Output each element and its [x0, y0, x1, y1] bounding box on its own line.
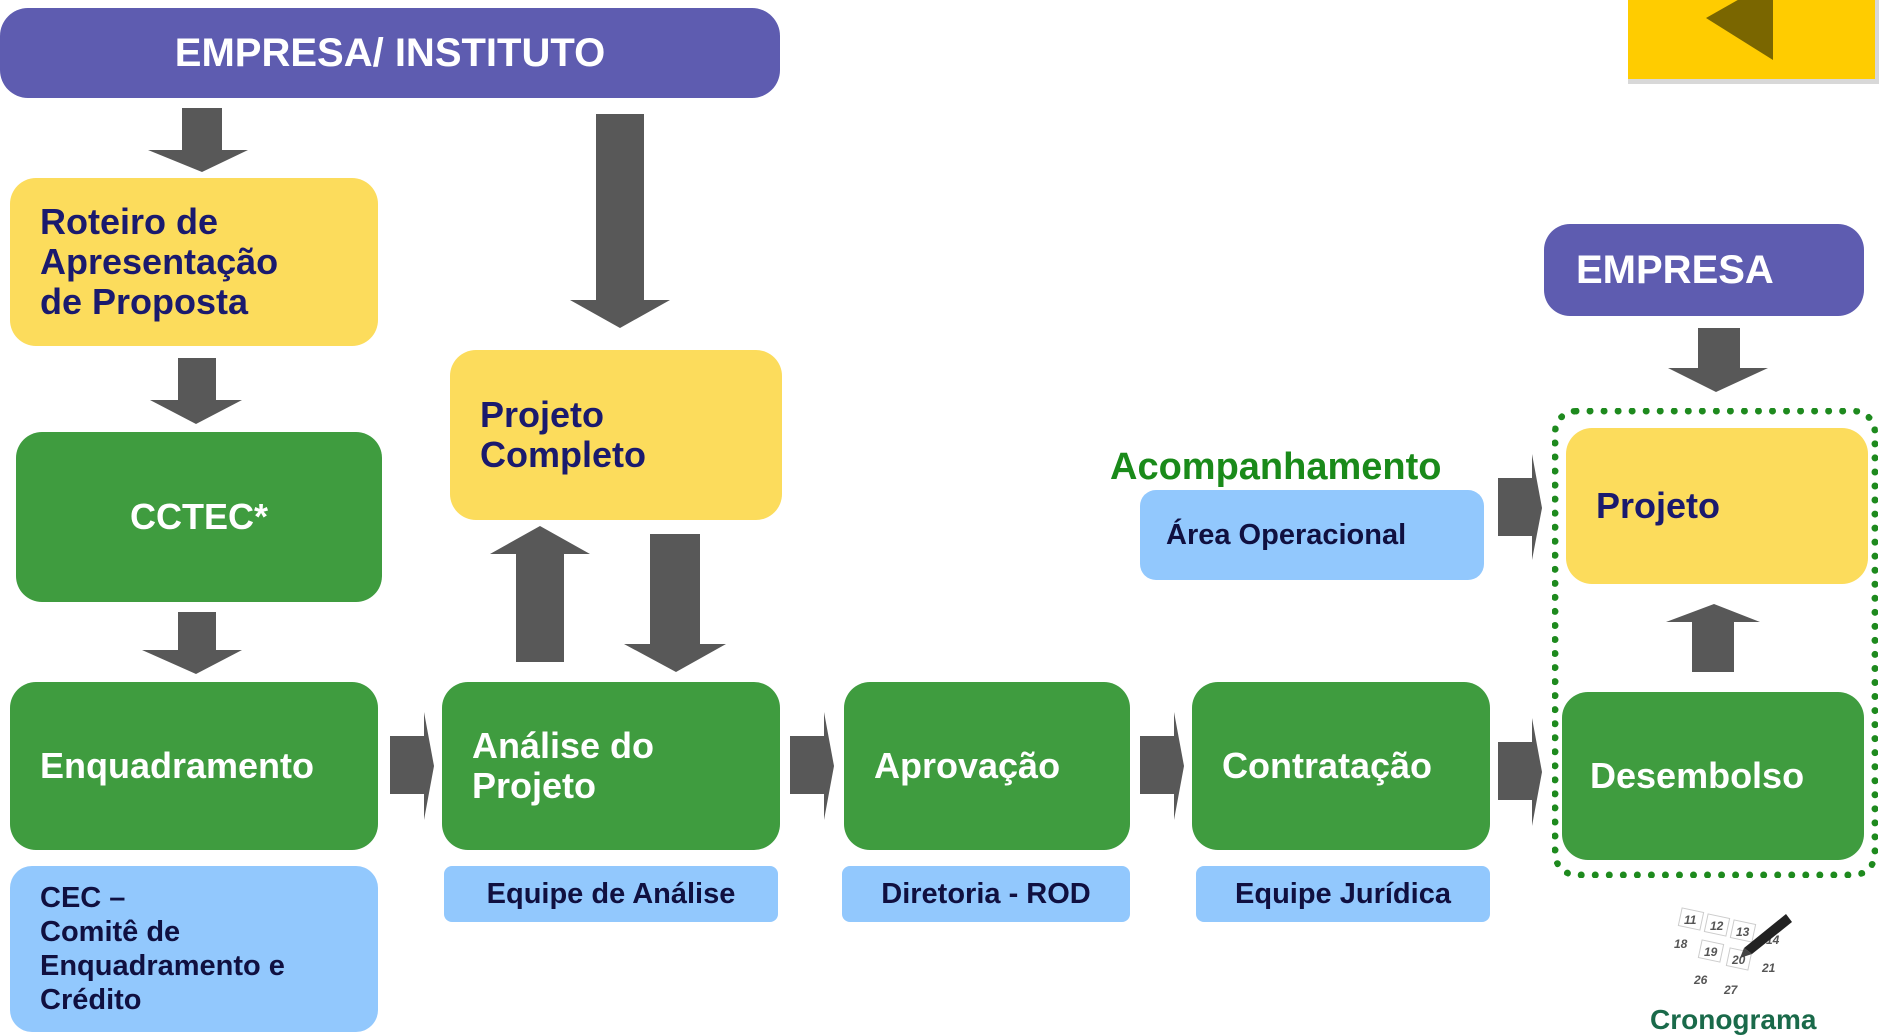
cec-line-3: Enquadramento e	[40, 950, 285, 982]
arrow-down	[1668, 328, 1768, 392]
step-aprovacao: Aprovação	[844, 682, 1130, 850]
area-operacional-box: Área Operacional	[1140, 490, 1484, 580]
calendar-num: 13	[1736, 925, 1750, 939]
arrow-up	[490, 526, 590, 662]
header-title: EMPRESA/ INSTITUTO	[174, 30, 606, 75]
step-desembolso-label: Desembolso	[1590, 755, 1805, 796]
equipe-analise-box: Equipe de Análise	[444, 866, 778, 922]
step-aprovacao-label: Aprovação	[874, 745, 1061, 786]
arrow-up	[1666, 604, 1760, 672]
roteiro-line-3: de Proposta	[40, 281, 249, 322]
calendar-num: 21	[1761, 961, 1776, 975]
cctec-label: CCTEC*	[129, 496, 268, 537]
back-button[interactable]	[1628, 0, 1879, 84]
arrow-right	[1140, 712, 1184, 820]
projeto-completo-box: Projeto Completo	[450, 350, 782, 520]
cec-box: CEC – Comitê de Enquadramento e Crédito	[10, 866, 378, 1032]
diretoria-box: Diretoria - ROD	[842, 866, 1130, 922]
projeto-completo-line-1: Projeto	[480, 394, 605, 435]
roteiro-line-2: Apresentação	[40, 241, 279, 282]
step-analise: Análise do Projeto	[442, 682, 780, 850]
step-contratacao-label: Contratação	[1222, 745, 1433, 786]
area-operacional-label: Área Operacional	[1166, 519, 1407, 551]
cec-line-4: Crédito	[40, 984, 142, 1016]
arrow-right	[1498, 454, 1542, 560]
header-empresa-instituto: EMPRESA/ INSTITUTO	[0, 8, 780, 98]
equipe-juridica-label: Equipe Jurídica	[1235, 878, 1451, 910]
calendar-num: 12	[1710, 919, 1724, 933]
step-desembolso: Desembolso	[1562, 692, 1864, 860]
roteiro-line-1: Roteiro de	[40, 201, 219, 242]
equipe-juridica-box: Equipe Jurídica	[1196, 866, 1490, 922]
step-enquadramento-label: Enquadramento	[40, 745, 315, 786]
calendar-num: 19	[1704, 945, 1718, 959]
projeto-label: Projeto	[1596, 485, 1721, 526]
equipe-analise-label: Equipe de Análise	[486, 878, 736, 910]
projeto-box: Projeto	[1566, 428, 1868, 584]
calendar-icon: 11 12 13 14 18 19 20 21 26 27	[1666, 900, 1796, 1010]
projeto-completo-line-2: Completo	[480, 434, 646, 475]
arrow-down	[142, 612, 242, 674]
step-enquadramento: Enquadramento	[10, 682, 378, 850]
diretoria-label: Diretoria - ROD	[881, 878, 1091, 910]
arrow-right	[390, 712, 434, 820]
calendar-num: 27	[1723, 983, 1739, 997]
arrow-down	[624, 534, 726, 672]
calendar-num: 18	[1674, 937, 1688, 951]
empresa-box: EMPRESA	[1544, 224, 1864, 316]
arrow-right	[790, 712, 834, 820]
arrow-down	[570, 114, 670, 328]
step-analise-line-2: Projeto	[472, 765, 597, 806]
cec-line-1: CEC –	[40, 882, 126, 914]
step-contratacao: Contratação	[1192, 682, 1490, 850]
roteiro-box: Roteiro de Apresentação de Proposta	[10, 178, 378, 346]
calendar-label: Cronograma	[1650, 1004, 1817, 1035]
arrow-right	[1498, 718, 1542, 826]
acompanhamento-label: Acompanhamento	[1110, 446, 1442, 488]
triangle-left-icon	[1706, 0, 1773, 60]
desembolso-group-border	[1552, 408, 1878, 878]
empresa-label: EMPRESA	[1576, 247, 1774, 292]
cec-line-2: Comitê de	[40, 916, 181, 948]
cctec-box: CCTEC*	[16, 432, 382, 602]
calendar-num: 26	[1693, 973, 1708, 987]
calendar-num: 11	[1684, 913, 1697, 927]
step-analise-line-1: Análise do	[472, 725, 655, 766]
arrow-down	[150, 358, 242, 424]
arrow-down	[148, 108, 248, 172]
